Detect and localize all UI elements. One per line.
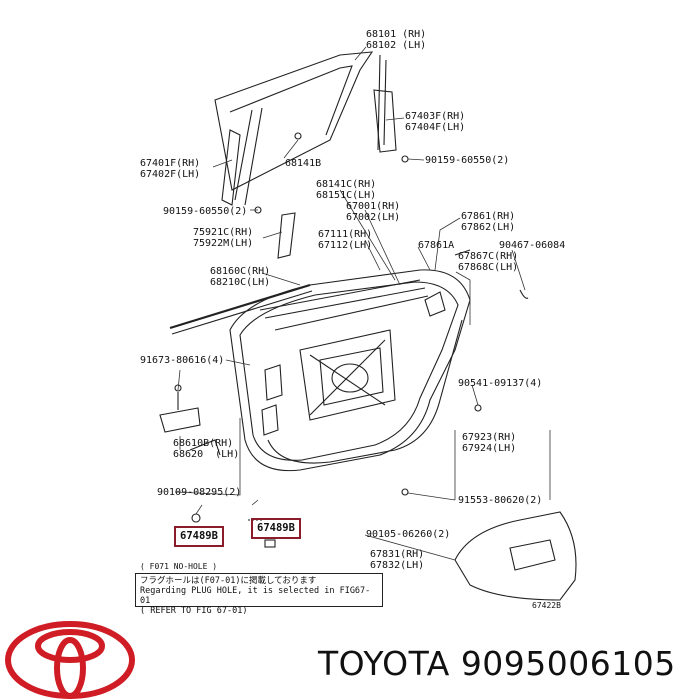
toyota-logo-icon <box>5 621 135 699</box>
note-line: Regarding PLUG HOLE, it is selected in F… <box>140 586 371 606</box>
part-label: 67923(RH) <box>462 432 517 443</box>
part-label: 67112(LH) <box>318 240 373 251</box>
part-label: 67861(RH) <box>461 211 516 222</box>
note-line: ( REFER TO FIG 67-01) <box>140 606 248 616</box>
brand-part-number: TOYOTA 9095006105 <box>318 644 676 683</box>
part-label: 75922M(LH) <box>193 238 254 249</box>
part-label: 68160C(RH) <box>210 266 271 277</box>
part-label: 67867C(RH) <box>458 251 519 262</box>
part-label: 90467-06084 <box>499 240 566 251</box>
part-label: 67402F(LH) <box>140 169 201 180</box>
part-label: 67924(LH) <box>462 443 517 454</box>
part-label: 68101 (RH) <box>366 29 427 40</box>
note-line: フラグホールは(F07-01)に掲載しております <box>140 576 317 586</box>
part-label: 90541-09137(4) <box>458 378 543 389</box>
part-label: 68610B(RH) <box>173 438 234 449</box>
part-label: 67862(LH) <box>461 222 516 233</box>
figure-number: 67422B <box>532 601 561 610</box>
part-label: 67001(RH) <box>346 201 401 212</box>
part-label: 67832(LH) <box>370 560 425 571</box>
note-title: ( F071 NO-HOLE ) <box>140 562 218 571</box>
part-label: 90105-06260(2) <box>366 529 451 540</box>
part-label: 68102 (LH) <box>366 40 427 51</box>
part-label: 91673-80616(4) <box>140 355 225 366</box>
part-label: 67861A <box>418 240 455 251</box>
part-label: 67831(RH) <box>370 549 425 560</box>
part-label: 67403F(RH) <box>405 111 466 122</box>
part-label: 68620 (LH) <box>173 449 240 460</box>
part-label: 67868C(LH) <box>458 262 519 273</box>
part-label: 91553-80620(2) <box>458 495 543 506</box>
part-label: 90159-60550(2) <box>163 206 248 217</box>
part-label: 90159-60550(2) <box>425 155 510 166</box>
part-label: 68210C(LH) <box>210 277 271 288</box>
part-label: 75921C(RH) <box>193 227 254 238</box>
part-label: 68141B <box>285 158 322 169</box>
door-exploded-drawing <box>159 46 577 601</box>
part-label-highlighted: 67489B <box>174 526 224 547</box>
part-label: 90109-08295(2) <box>157 487 242 498</box>
part-label: 67401F(RH) <box>140 158 201 169</box>
part-label: 67111(RH) <box>318 229 373 240</box>
note-box: フラグホールは(F07-01)に掲載しております Regarding PLUG … <box>135 573 383 616</box>
part-label: 68141C(RH) <box>316 179 377 190</box>
part-label: 67404F(LH) <box>405 122 466 133</box>
part-label-highlighted: 67489B <box>251 518 301 539</box>
part-label: 68151C(LH) <box>316 190 377 201</box>
part-label: 67002(LH) <box>346 212 401 223</box>
